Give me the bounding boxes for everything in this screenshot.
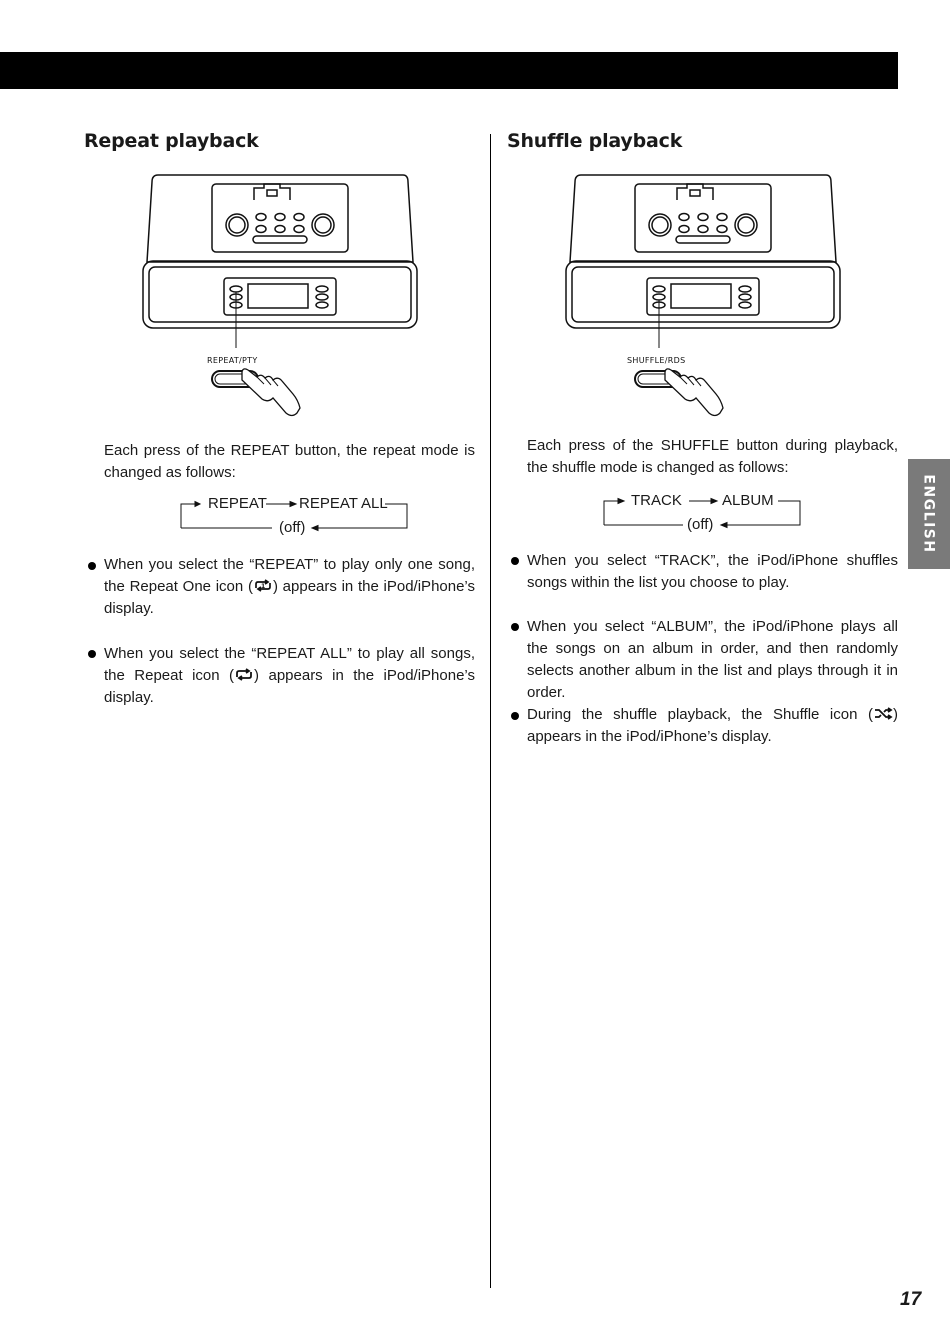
header-bar [0,52,898,89]
shuffle-intro-text: Each press of the SHUFFLE button during … [527,437,898,476]
bullet-dot [88,562,96,570]
flow-item-repeat: REPEAT [208,495,267,512]
bullet-dot [511,623,519,631]
flow-item-album: ALBUM [722,492,774,509]
repeat-bullet-2: When you select the “REPEAT ALL” to play… [104,643,475,709]
shuffle-bullet-3-text-a: During the shuffle playback, the Shuffle… [527,706,873,723]
repeat-intro-text: Each press of the REPEAT button, the rep… [104,442,475,481]
shuffle-bullet-3-text-b: ) appears in the iPod/iPhone’s display. [527,706,898,745]
bullet-dot [511,712,519,720]
repeat-mode-flow: REPEAT REPEAT ALL (off) [180,494,410,538]
language-tab-label: ENGLISH [921,474,938,554]
svg-text:1: 1 [261,583,265,590]
language-tab: ENGLISH [908,459,950,569]
repeat-one-icon: 1 [255,579,271,592]
shuffle-section-title: Shuffle playback [507,130,683,152]
repeat-device-illustration: REPEAT/PTY [140,170,420,426]
page-number: 17 [900,1289,922,1310]
shuffle-flow-lines [603,497,801,529]
repeat-icon [236,668,252,681]
shuffle-button-label: SHUFFLE/RDS [627,356,685,365]
flow-item-off: (off) [279,519,306,536]
repeat-flow-lines [180,500,408,532]
flow-item-off: (off) [687,516,714,533]
flow-item-track: TRACK [631,492,682,509]
shuffle-bullet-2: When you select “ALBUM”, the iPod/iPhone… [527,616,898,704]
shuffle-device-illustration: SHUFFLE/RDS [563,170,843,426]
shuffle-bullet-3: During the shuffle playback, the Shuffle… [527,704,898,748]
repeat-bullet-1-text-b: ) appears in the iPod/iPhone’s display. [104,578,475,617]
flow-item-repeat-all: REPEAT ALL [299,495,388,512]
shuffle-bullet-1-text: When you select “TRACK”, the iPod/iPhone… [527,552,898,591]
repeat-bullet-1-text-a: When you select the “REPEAT” to play onl… [104,556,475,595]
column-divider [490,134,491,1288]
shuffle-icon [875,707,893,720]
repeat-bullet-2-text-b: ) appears in the iPod/iPhone’s display. [104,667,475,706]
repeat-section-title: Repeat playback [84,130,259,152]
repeat-button-label: REPEAT/PTY [207,356,258,365]
shuffle-bullet-1: When you select “TRACK”, the iPod/iPhone… [527,550,898,594]
shuffle-bullet-2-text: When you select “ALBUM”, the iPod/iPhone… [527,618,898,701]
repeat-bullet-2-text-a: When you select the “REPEAT ALL” to play… [104,645,475,684]
bullet-dot [511,557,519,565]
shuffle-mode-flow: TRACK ALBUM (off) [603,491,803,535]
bullet-dot [88,650,96,658]
repeat-bullet-1: When you select the “REPEAT” to play onl… [104,554,475,620]
